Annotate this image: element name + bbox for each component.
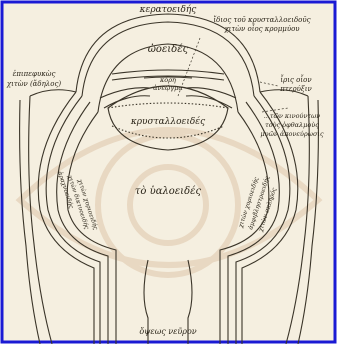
label-optic-nerve: ὄψεως νεῦρον (139, 327, 196, 336)
label-vitreous: τὸ ὑαλοειδές (135, 186, 202, 197)
label-muscles-3: μυῶν ἀπονεύρωσις (260, 129, 324, 138)
label-lens-tunic: ἴδιος τοῦ κρυσταλλοειδοῦς (213, 15, 310, 24)
label-pupil: κόρη (159, 76, 176, 84)
label-muscles: ...τῶν κινούντων (264, 112, 321, 120)
label-cornea: κερατοειδής (139, 4, 198, 15)
label-lens-tunic-2: χιτὼν οἷος κρομμύου (223, 23, 300, 33)
label-iris-wing: ἶρις οἷον (280, 74, 312, 84)
label-iris: ὠοειδές (148, 44, 189, 55)
label-conjunctiva: ἐπιπεφυκὼς (13, 69, 56, 78)
label-muscles-2: τοὺς ὀφθαλμοὺς (265, 120, 319, 129)
label-pupil-2: ἀνεῴγμα (153, 83, 183, 92)
label-iris-wing-2: πτερύξιν (279, 85, 312, 93)
label-lens: κρυσταλλοειδές (130, 116, 206, 127)
label-conjunctiva-2: χιτὼν (ἄδηλος) (6, 79, 61, 88)
